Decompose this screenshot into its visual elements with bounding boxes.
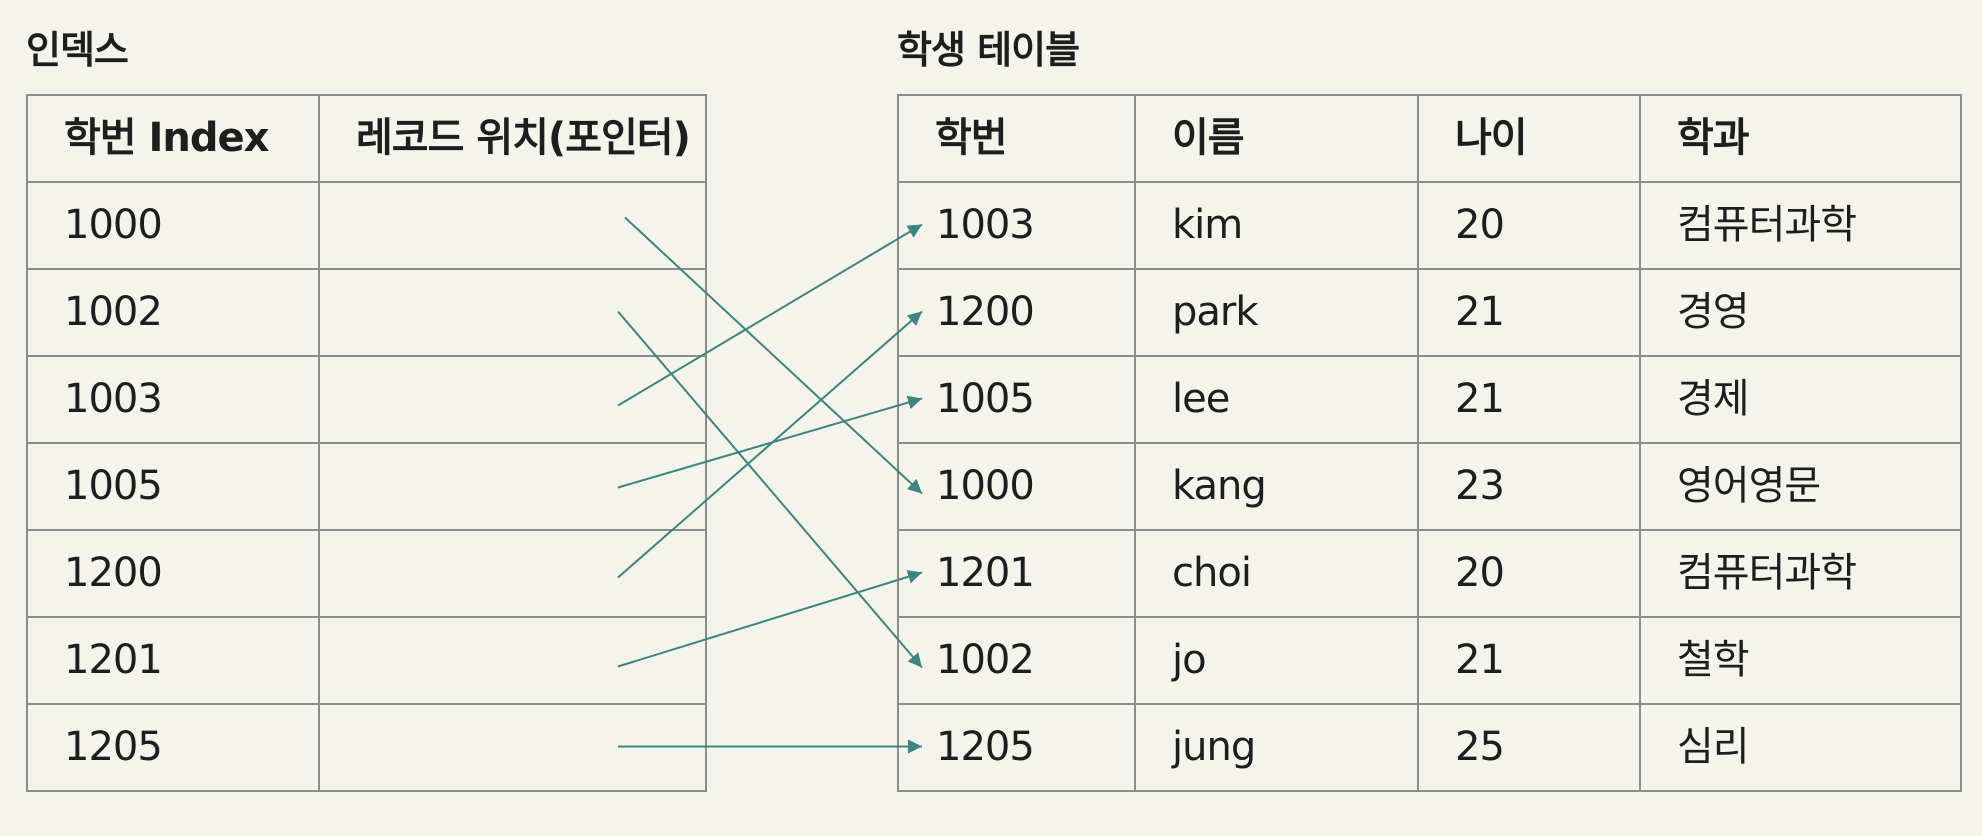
student-dept-cell: 철학 bbox=[1639, 616, 1962, 705]
student-header-age: 나이 bbox=[1417, 94, 1641, 183]
index-pointer-cell bbox=[318, 442, 707, 531]
student-id-cell: 1002 bbox=[897, 616, 1136, 705]
index-id-cell: 1003 bbox=[26, 355, 320, 444]
student-id-cell: 1005 bbox=[897, 355, 1136, 444]
index-pointer-cell bbox=[318, 355, 707, 444]
student-header-name: 이름 bbox=[1134, 94, 1419, 183]
index-pointer-cell bbox=[318, 529, 707, 618]
student-table-title: 학생 테이블 bbox=[897, 28, 1080, 72]
student-id-cell: 1000 bbox=[897, 442, 1136, 531]
student-header-id: 학번 bbox=[897, 94, 1136, 183]
student-header-dept: 학과 bbox=[1639, 94, 1962, 183]
index-row: 1005 bbox=[26, 442, 707, 531]
index-row: 1200 bbox=[26, 529, 707, 618]
student-name-cell: jo bbox=[1134, 616, 1419, 705]
index-id-cell: 1000 bbox=[26, 181, 320, 270]
index-id-cell: 1200 bbox=[26, 529, 320, 618]
student-age-cell: 20 bbox=[1417, 529, 1641, 618]
index-table: 학번 Index 레코드 위치(포인터) 1000 1002 1003 1005… bbox=[26, 94, 707, 792]
student-age-cell: 25 bbox=[1417, 703, 1641, 792]
student-id-cell: 1205 bbox=[897, 703, 1136, 792]
index-pointer-cell bbox=[318, 181, 707, 270]
student-age-cell: 21 bbox=[1417, 268, 1641, 357]
index-pointer-cell bbox=[318, 616, 707, 705]
index-pointer-cell bbox=[318, 268, 707, 357]
index-row: 1000 bbox=[26, 181, 707, 270]
student-age-cell: 21 bbox=[1417, 616, 1641, 705]
student-id-cell: 1201 bbox=[897, 529, 1136, 618]
student-dept-cell: 심리 bbox=[1639, 703, 1962, 792]
student-name-cell: kang bbox=[1134, 442, 1419, 531]
student-header-row: 학번 이름 나이 학과 bbox=[897, 94, 1962, 183]
index-id-cell: 1005 bbox=[26, 442, 320, 531]
index-header-id: 학번 Index bbox=[26, 94, 320, 183]
index-header-pointer: 레코드 위치(포인터) bbox=[318, 94, 707, 183]
index-row: 1201 bbox=[26, 616, 707, 705]
index-row: 1003 bbox=[26, 355, 707, 444]
student-age-cell: 21 bbox=[1417, 355, 1641, 444]
index-id-cell: 1002 bbox=[26, 268, 320, 357]
student-id-cell: 1003 bbox=[897, 181, 1136, 270]
index-id-cell: 1205 bbox=[26, 703, 320, 792]
student-name-cell: jung bbox=[1134, 703, 1419, 792]
student-dept-cell: 영어영문 bbox=[1639, 442, 1962, 531]
index-id-cell: 1201 bbox=[26, 616, 320, 705]
student-dept-cell: 컴퓨터과학 bbox=[1639, 529, 1962, 618]
index-header-row: 학번 Index 레코드 위치(포인터) bbox=[26, 94, 707, 183]
student-name-cell: choi bbox=[1134, 529, 1419, 618]
student-name-cell: kim bbox=[1134, 181, 1419, 270]
index-row: 1002 bbox=[26, 268, 707, 357]
student-age-cell: 20 bbox=[1417, 181, 1641, 270]
student-name-cell: lee bbox=[1134, 355, 1419, 444]
index-title: 인덱스 bbox=[26, 28, 129, 72]
student-dept-cell: 컴퓨터과학 bbox=[1639, 181, 1962, 270]
student-name-cell: park bbox=[1134, 268, 1419, 357]
student-dept-cell: 경영 bbox=[1639, 268, 1962, 357]
student-id-cell: 1200 bbox=[897, 268, 1136, 357]
student-age-cell: 23 bbox=[1417, 442, 1641, 531]
index-row: 1205 bbox=[26, 703, 707, 792]
student-dept-cell: 경제 bbox=[1639, 355, 1962, 444]
index-pointer-cell bbox=[318, 703, 707, 792]
